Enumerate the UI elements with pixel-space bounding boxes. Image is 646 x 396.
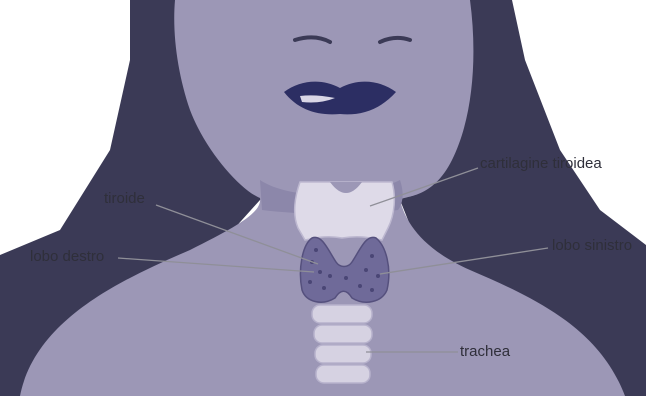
label-trachea: trachea	[460, 343, 510, 361]
label-lobo-sinistro: lobo sinistro	[552, 237, 632, 255]
label-cartilagine-tiroidea: cartilagine tiroidea	[480, 155, 602, 173]
label-lobo-destro: lobo destro	[30, 248, 104, 266]
label-tiroide: tiroide	[104, 190, 145, 208]
